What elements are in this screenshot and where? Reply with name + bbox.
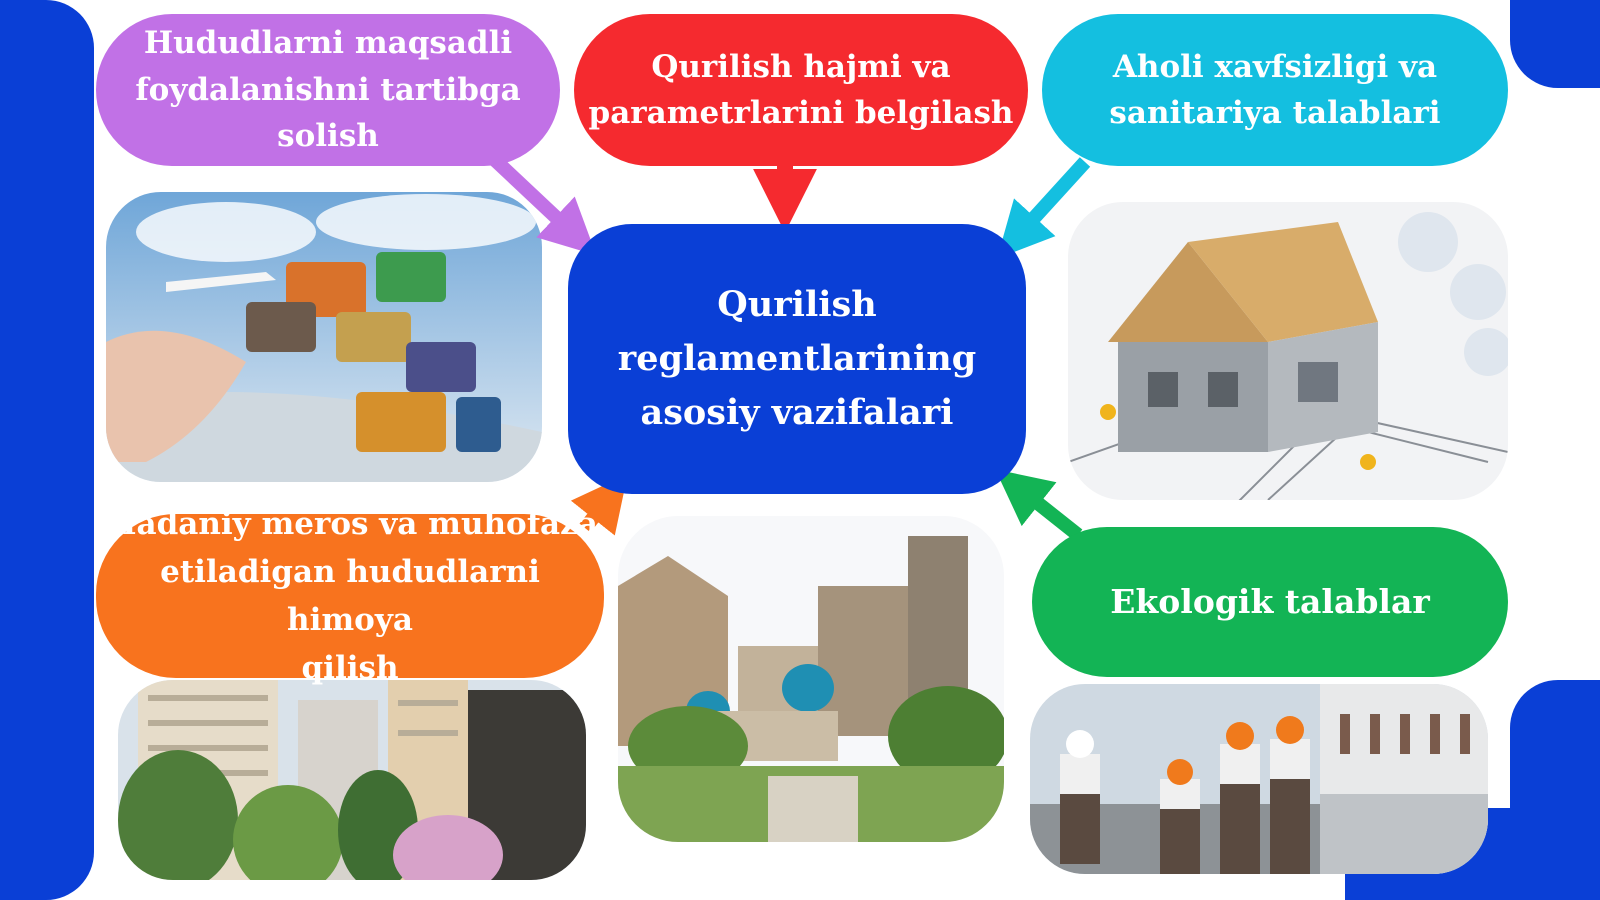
bubble-safety-sanitary-text: Aholi xavfsizligi va sanitariya talablar… (1109, 48, 1441, 132)
bubble-construction-volume: Qurilish hajmi va parametrlarini belgila… (574, 14, 1028, 166)
bubble-cultural-heritage: Madaniy meros va muhofaza etiladigan hud… (96, 506, 604, 686)
historic-monuments-photo (618, 516, 1004, 842)
bubble-land-use-text: Hududlarni maqsadli foydalanishni tartib… (135, 25, 521, 155)
industry-collage-photo (106, 192, 542, 482)
residential-buildings-photo (118, 680, 586, 880)
bubble-ecological: Ekologik talablar (1032, 527, 1508, 677)
center-main-box: Qurilish reglamentlarining asosiy vazifa… (568, 224, 1026, 494)
house-construction-photo (1068, 202, 1508, 500)
bubble-safety-sanitary: Aholi xavfsizligi va sanitariya talablar… (1042, 14, 1508, 166)
bubble-construction-volume-text: Qurilish hajmi va parametrlarini belgila… (588, 48, 1014, 132)
engineers-inspection-photo (1030, 684, 1488, 874)
bubble-ecological-text: Ekologik talablar (1110, 582, 1430, 622)
left-blue-band (0, 0, 94, 900)
bubble-cultural-heritage-text: Madaniy meros va muhofaza etiladigan hud… (102, 505, 598, 687)
center-title: Qurilish reglamentlarining asosiy vazifa… (617, 283, 977, 434)
bubble-land-use: Hududlarni maqsadli foydalanishni tartib… (96, 14, 560, 166)
top-right-blue-shape (1510, 0, 1600, 88)
